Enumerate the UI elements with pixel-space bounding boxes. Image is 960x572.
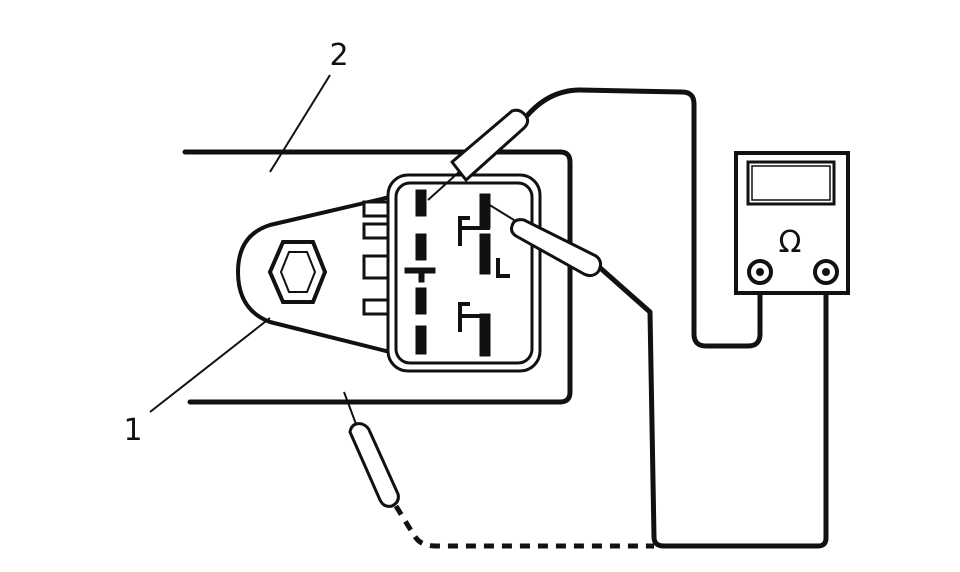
ohmmeter-right-jack bbox=[813, 259, 839, 285]
ground-probe-body bbox=[348, 422, 400, 508]
mounting-bolt bbox=[267, 240, 328, 304]
ohmmeter-left-jack bbox=[747, 259, 773, 285]
ohmmeter: Ω bbox=[734, 151, 850, 295]
leader-line-2 bbox=[269, 74, 331, 173]
ohmmeter-display-inner-icon bbox=[751, 165, 831, 201]
test-lead-a-tip bbox=[427, 171, 460, 201]
leader-line-1 bbox=[149, 317, 271, 413]
relay-terminals bbox=[404, 189, 510, 357]
ground-probe-tip bbox=[343, 391, 357, 425]
test-lead-a-probe bbox=[450, 108, 530, 182]
test-lead-a bbox=[427, 87, 763, 349]
test-lead-b bbox=[487, 203, 829, 549]
callout-1: 1 bbox=[123, 413, 142, 448]
ground-probe-wire bbox=[393, 504, 654, 549]
test-lead-b-tip bbox=[487, 203, 515, 221]
ohm-symbol: Ω bbox=[779, 225, 802, 260]
callout-leaders bbox=[149, 74, 331, 413]
test-lead-a-wire bbox=[519, 87, 763, 349]
test-lead-b-probe bbox=[510, 218, 603, 278]
ground-probe bbox=[343, 391, 654, 549]
ohmmeter-display bbox=[746, 160, 836, 206]
test-lead-b-wire bbox=[595, 263, 829, 549]
callout-2: 2 bbox=[329, 38, 348, 73]
